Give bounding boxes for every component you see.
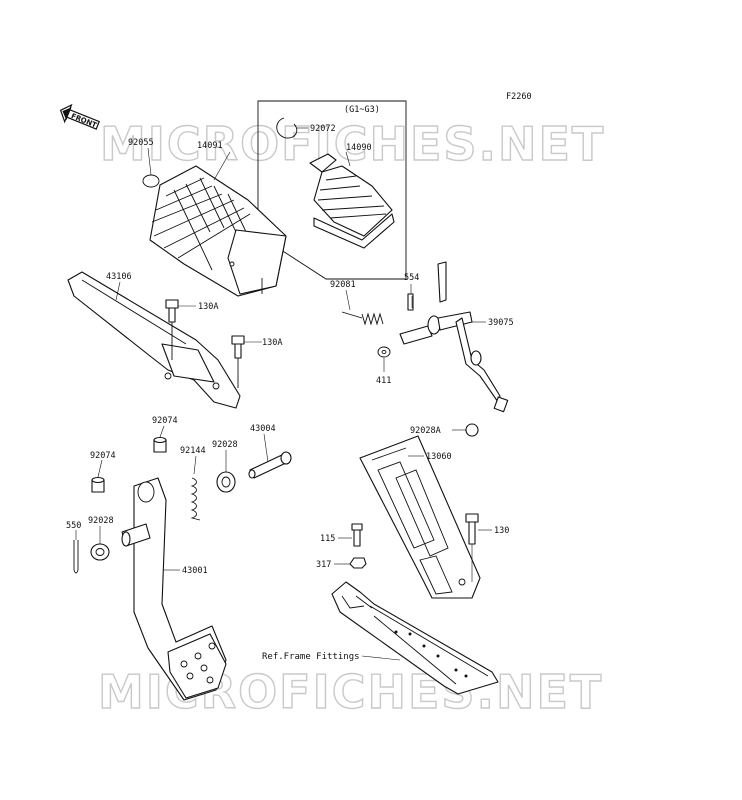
label-92028a: 92028A [410, 426, 441, 436]
part-39075-shaft [399, 261, 509, 413]
label-14090: 14090 [346, 143, 372, 153]
label-130: 130 [494, 526, 509, 536]
part-92074-cap-top [153, 425, 167, 453]
label-92028-mid: 92028 [212, 440, 238, 450]
ref-frame-label: Ref.Frame Fittings [262, 652, 360, 662]
label-92074-top: 92074 [152, 416, 178, 426]
part-92055-oring [142, 147, 160, 188]
label-317: 317 [316, 560, 331, 570]
part-92028a-bushing [452, 423, 479, 437]
part-317-nut [334, 557, 367, 569]
label-39075: 39075 [488, 318, 514, 328]
figure-code: F2260 [506, 92, 532, 102]
watermark-top: MICROFICHES.NET [100, 117, 605, 171]
label-43106: 43106 [106, 272, 132, 282]
part-14090-boot [309, 151, 395, 249]
label-92055: 92055 [128, 138, 154, 148]
part-14091-boot [149, 151, 287, 297]
label-115: 115 [320, 534, 335, 544]
label-92028-left: 92028 [88, 516, 114, 526]
label-92144: 92144 [180, 446, 206, 456]
label-130a-mid: 130A [262, 338, 282, 348]
label-411: 411 [376, 376, 391, 386]
part-92028-bushing-left [90, 526, 110, 561]
part-130a-bolt-mid [231, 335, 262, 388]
part-43106-lever [67, 271, 241, 409]
part-43001-pedal [121, 477, 227, 701]
label-554: 554 [404, 273, 419, 283]
label-92072: 92072 [310, 124, 336, 134]
label-92081: 92081 [330, 280, 356, 290]
part-130a-bolt-top [165, 299, 196, 360]
part-554-pin [407, 284, 414, 311]
front-arrow-icon: FRONT [59, 103, 100, 130]
part-92081-spring [341, 289, 384, 326]
part-92072-clip [276, 117, 308, 139]
part-92028-bushing-mid [216, 450, 236, 493]
part-92144-spring [190, 455, 201, 521]
part-550-pin [73, 530, 79, 574]
label-13060: 13060 [426, 452, 452, 462]
label-43004: 43004 [250, 424, 276, 434]
label-43001: 43001 [182, 566, 208, 576]
frame-fittings-bracket [331, 581, 499, 695]
part-43004-pin [248, 433, 292, 479]
label-14091: 14091 [197, 141, 223, 151]
part-115-bolt [338, 523, 363, 547]
part-13060-plate [359, 435, 481, 599]
label-550: 550 [66, 521, 81, 531]
label-92074-left: 92074 [90, 451, 116, 461]
part-411-washer [377, 346, 391, 372]
inset-label: (G1~G3) [344, 105, 380, 115]
front-arrow-label: FRONT [70, 112, 98, 130]
label-130a-top: 130A [198, 302, 218, 312]
part-130-bolt [465, 513, 492, 582]
part-92074-cap-left [91, 459, 105, 493]
